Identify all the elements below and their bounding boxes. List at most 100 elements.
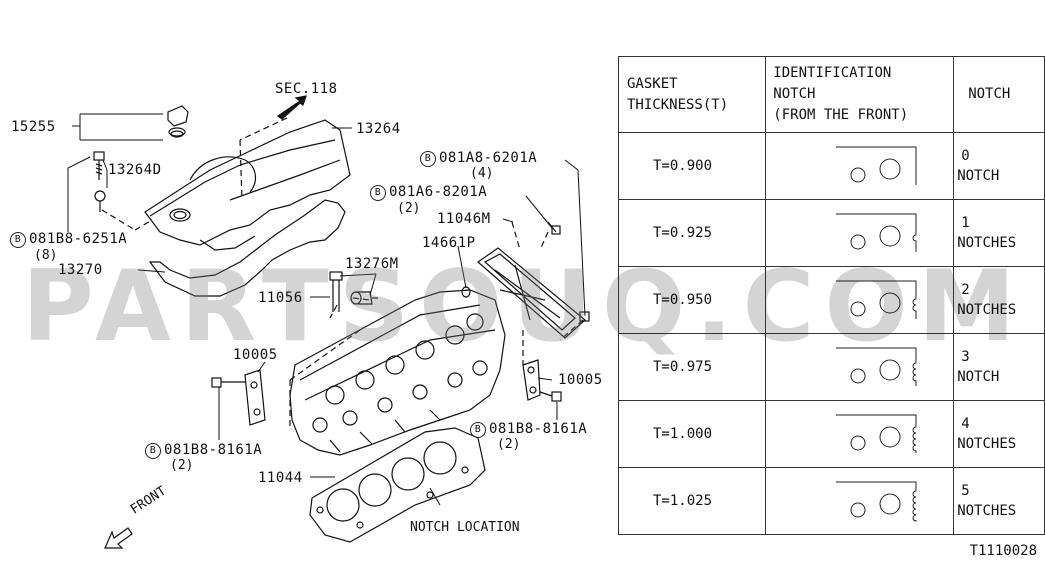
- header-gasket-thickness: GASKET THICKNESS(T): [617, 56, 767, 133]
- notch-diagram-icon: [836, 146, 917, 185]
- notch-diagram-icon: [836, 481, 917, 522]
- notch-diagram-icon: [836, 213, 917, 252]
- lifting-bracket-left: [211, 369, 266, 426]
- label-11056: 11056: [258, 290, 303, 306]
- notch-number: 3: [961, 349, 970, 365]
- header-line: THICKNESS(T): [627, 96, 729, 113]
- label-11046m: 11046M: [437, 211, 491, 227]
- notch-diagram-cell: [765, 467, 955, 535]
- label-13276m: 13276M: [345, 256, 399, 272]
- label-13264: 13264: [356, 121, 401, 137]
- bolt-symbol-icon: B: [470, 422, 486, 438]
- sec-118-arrow: [276, 95, 307, 120]
- thickness-cell: T=1.025: [617, 467, 767, 535]
- rear-cover-plate: [461, 221, 590, 339]
- header-identification-notch: IDENTIFICATION NOTCH (FROM THE FRONT): [765, 56, 955, 133]
- notch-word: NOTCH: [957, 168, 1000, 184]
- label-notch-location: NOTCH LOCATION: [410, 520, 520, 535]
- header-line: NOTCH: [773, 86, 816, 102]
- notch-number: 5: [961, 483, 970, 499]
- head-gasket: [309, 427, 486, 543]
- table-header-row: GASKET THICKNESS(T) IDENTIFICATION NOTCH…: [617, 56, 1045, 133]
- bolt-8201-code: 081A6-8201A: [389, 184, 488, 200]
- bolt-6201-code: 081A8-6201A: [439, 150, 538, 166]
- rocker-cover-gasket: [148, 199, 346, 297]
- notch-word: NOTCHES: [957, 302, 1017, 318]
- label-11044: 11044: [258, 470, 303, 486]
- label-10005-right: 10005: [558, 372, 603, 388]
- bolt-symbol-icon: B: [370, 185, 386, 201]
- notch-diagram-icon: [836, 280, 917, 319]
- bolt-8161-right-code: 081B8-8161A: [489, 421, 588, 437]
- notch-number: 1: [961, 215, 970, 231]
- label-sec-118: SEC.118: [275, 81, 338, 97]
- cylinder-head: [289, 289, 506, 456]
- label-15255: 15255: [11, 119, 56, 135]
- head-bolt-11056: [329, 271, 343, 312]
- stud-13276m: [350, 291, 378, 305]
- label-bolt-6251-qty: (8): [34, 248, 58, 263]
- notch-diagram-cell: [765, 266, 955, 334]
- gasket-thickness-table: GASKET THICKNESS(T) IDENTIFICATION NOTCH…: [617, 56, 1045, 535]
- projection-lines: [101, 117, 584, 430]
- header-line: (FROM THE FRONT): [773, 107, 909, 123]
- notch-diagram-cell: [765, 199, 955, 267]
- label-14661p: 14661P: [422, 235, 476, 251]
- thickness-cell: T=0.925: [617, 199, 767, 267]
- label-bolt-6201-qty: (4): [470, 166, 494, 181]
- rocker-cover: [144, 119, 351, 251]
- label-bolt-8161-right-qty: (2): [497, 437, 521, 452]
- front-arrow: [104, 527, 133, 549]
- label-13264d: 13264D: [108, 162, 162, 178]
- notch-diagram-icon: [836, 414, 917, 453]
- label-bolt-8201-qty: (2): [397, 201, 421, 216]
- figure-code: T1110028: [969, 543, 1037, 559]
- bolt-6251-code: 081B8-6251A: [29, 231, 128, 247]
- bolt-symbol-icon: B: [145, 443, 161, 459]
- thickness-cell: T=0.950: [617, 266, 767, 334]
- notch-word: NOTCHES: [957, 436, 1017, 452]
- leader-lines: [67, 113, 586, 506]
- notch-word: NOTCHES: [957, 503, 1017, 519]
- notch-number: 2: [961, 282, 970, 298]
- notch-diagram-cell: [765, 400, 955, 468]
- bolt-8161-left-code: 081B8-8161A: [164, 442, 263, 458]
- thickness-cell: T=0.900: [617, 132, 767, 200]
- bolt-13264d: [93, 151, 106, 212]
- notch-diagram-cell: [765, 333, 955, 401]
- notch-diagram-icon: [836, 347, 917, 386]
- notch-diagram-cell: [765, 132, 955, 200]
- notch-word: NOTCHES: [957, 235, 1017, 251]
- header-line: IDENTIFICATION: [773, 65, 892, 81]
- bolt-symbol-icon: B: [420, 151, 436, 167]
- label-13270: 13270: [58, 262, 103, 278]
- oil-filler-cap: [167, 105, 189, 138]
- label-bolt-8161-left-qty: (2): [170, 458, 194, 473]
- notch-number: 0: [961, 148, 970, 164]
- thickness-cell: T=1.000: [617, 400, 767, 468]
- header-line: GASKET: [627, 75, 678, 92]
- notch-number: 4: [961, 416, 970, 432]
- header-notch: NOTCH: [953, 56, 1045, 133]
- thickness-cell: T=0.975: [617, 333, 767, 401]
- notch-word: NOTCH: [957, 369, 1000, 385]
- lifting-bracket-right: [522, 359, 562, 402]
- label-10005-left: 10005: [233, 347, 278, 363]
